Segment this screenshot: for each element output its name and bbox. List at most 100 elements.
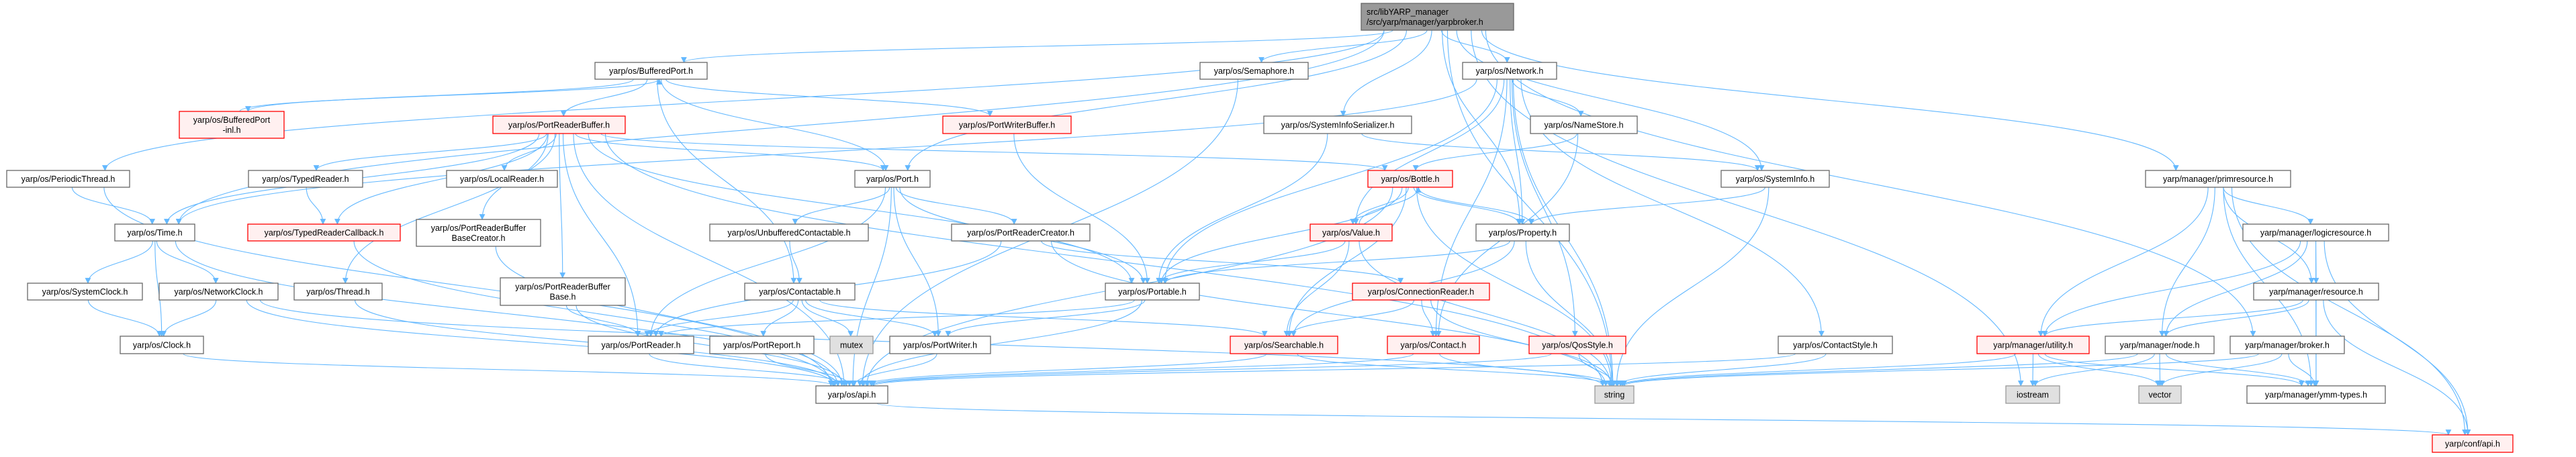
node-box (744, 283, 856, 301)
node-box (1352, 283, 1490, 301)
node-confapi[interactable]: yarp/conf/api.h (2432, 434, 2514, 453)
node-systemclock[interactable]: yarp/os/SystemClock.h (27, 283, 143, 301)
node-label: yarp/os/ConnectionReader.h (1368, 287, 1474, 297)
node-portable[interactable]: yarp/os/Portable.h (1105, 283, 1200, 301)
node-broker[interactable]: yarp/manager/broker.h (2229, 336, 2345, 354)
node-semaphore[interactable]: yarp/os/Semaphore.h (1199, 62, 1309, 80)
node-box (2229, 336, 2345, 354)
edge-portreaderbuffer-to-port (575, 133, 886, 171)
node-typedreader[interactable]: yarp/os/TypedReader.h (248, 170, 363, 188)
node-label: yarp/os/TypedReaderCallback.h (265, 228, 384, 238)
edge-namestore-to-bottle (1412, 133, 1577, 171)
node-label: yarp/os/LocalReader.h (460, 174, 544, 184)
node-logicresource[interactable]: yarp/manager/logicresource.h (2242, 223, 2389, 242)
node-node[interactable]: yarp/manager/node.h (2105, 336, 2215, 354)
node-localreader[interactable]: yarp/os/LocalReader.h (446, 170, 558, 188)
edge-networkclock-to-clock (160, 299, 217, 337)
node-iostream[interactable]: iostream (2005, 385, 2060, 404)
node-qosstyle[interactable]: yarp/os/QosStyle.h (1528, 336, 1626, 354)
edge-portwriter-to-api (851, 353, 937, 387)
edge-sysinfoser-to-systeminfo (1361, 133, 1761, 171)
node-property[interactable]: yarp/os/Property.h (1475, 223, 1570, 242)
node-api[interactable]: yarp/os/api.h (815, 385, 888, 404)
node-box (416, 219, 541, 247)
node-thread[interactable]: yarp/os/Thread.h (293, 283, 383, 301)
edge-logicresource-to-utility (2041, 240, 2301, 337)
node-systeminfo[interactable]: yarp/os/SystemInfo.h (1720, 170, 1830, 188)
node-networkclock[interactable]: yarp/os/NetworkClock.h (158, 283, 279, 301)
edge-systeminfo-to-property (1528, 187, 1765, 225)
node-label: yarp/os/Contactable.h (759, 287, 841, 297)
edge-time-to-networkclock (156, 240, 219, 284)
edge-portwriterbuffer-to-portable (1013, 133, 1150, 284)
node-box (1720, 170, 1830, 188)
edge-broker-to-vector (2159, 353, 2283, 387)
edge-root-to-property (1442, 30, 1523, 225)
node-clock[interactable]: yarp/os/Clock.h (120, 336, 204, 354)
edge-network-to-value (1352, 79, 1505, 225)
edge-contactable-to-mutex (801, 299, 854, 337)
edge-contact-to-api (864, 353, 1414, 387)
node-mutex[interactable]: mutex (829, 336, 874, 354)
node-unbufcontactable[interactable]: yarp/os/UnbufferedContactable.h (709, 223, 869, 242)
node-label: /src/yarp/manager/yarpbroker.h (1367, 17, 1483, 27)
node-resource[interactable]: yarp/manager/resource.h (2253, 283, 2379, 301)
node-ymmtypes[interactable]: yarp/manager/ymm-types.h (2246, 385, 2386, 404)
node-label: yarp/os/Contact.h (1401, 341, 1467, 350)
node-box (709, 336, 815, 354)
node-label: mutex (840, 341, 864, 350)
node-sysinfoser[interactable]: yarp/os/SystemInfoSerializer.h (1263, 115, 1412, 134)
node-label: yarp/manager/logicresource.h (2260, 228, 2371, 238)
edge-network-to-qosstyle (1511, 79, 1578, 337)
node-portreport[interactable]: yarp/os/PortReport.h (709, 336, 815, 354)
node-label: yarp/os/TypedReader.h (262, 174, 349, 184)
node-contactable[interactable]: yarp/os/Contactable.h (744, 283, 856, 301)
edge-contactable-to-portreport (760, 299, 799, 337)
node-box (854, 170, 931, 188)
edge-connectionreader-to-contact (1421, 299, 1436, 337)
node-portreaderbuffer[interactable]: yarp/os/PortReaderBuffer.h (492, 115, 626, 134)
node-time[interactable]: yarp/os/Time.h (114, 223, 195, 242)
edge-primresource-to-logicresource (2223, 187, 2313, 225)
node-vector[interactable]: vector (2138, 385, 2182, 404)
node-searchable[interactable]: yarp/os/Searchable.h (1230, 336, 1338, 354)
edge-port-to-api (849, 187, 892, 387)
edge-contactable-to-searchable (819, 299, 1268, 337)
node-label: yarp/os/QosStyle.h (1542, 341, 1613, 350)
node-bottle[interactable]: yarp/os/Bottle.h (1367, 170, 1453, 188)
node-label: yarp/os/Semaphore.h (1214, 66, 1295, 76)
node-portwriterbuffer[interactable]: yarp/os/PortWriterBuffer.h (942, 115, 1072, 134)
edge-contactstyle-to-string (1614, 353, 1827, 387)
node-portreadercreator[interactable]: yarp/os/PortReaderCreator.h (951, 223, 1091, 242)
node-string[interactable]: string (1594, 385, 1635, 404)
node-value[interactable]: yarp/os/Value.h (1309, 223, 1393, 242)
edge-value-to-portable (1156, 240, 1346, 284)
node-bufferedport[interactable]: yarp/os/BufferedPort.h (594, 62, 708, 80)
node-root[interactable]: src/libYARP_manager/src/yarp/manager/yar… (1361, 3, 1514, 31)
edge-node-to-string (1619, 353, 2138, 387)
edge-prbbasecreator-to-api (495, 246, 845, 387)
node-primresource[interactable]: yarp/manager/primresource.h (2145, 170, 2291, 188)
node-contactstyle[interactable]: yarp/os/ContactStyle.h (1778, 336, 1893, 354)
node-utility[interactable]: yarp/manager/utility.h (1976, 336, 2090, 354)
node-portwriter[interactable]: yarp/os/PortWriter.h (889, 336, 991, 354)
edge-portreaderbuffer-to-portable (588, 133, 1135, 284)
node-connectionreader[interactable]: yarp/os/ConnectionReader.h (1352, 283, 1490, 301)
node-box (1594, 385, 1635, 404)
node-namestore[interactable]: yarp/os/NameStore.h (1530, 115, 1638, 134)
edge-portreader-to-api (649, 353, 849, 387)
node-portreader[interactable]: yarp/os/PortReader.h (588, 336, 694, 354)
node-periodicthread[interactable]: yarp/os/PeriodicThread.h (6, 170, 130, 188)
node-box (1105, 283, 1200, 301)
edge-root-to-sysinfoser (1340, 30, 1432, 117)
node-label: string (1604, 391, 1625, 400)
node-typedreadercb[interactable]: yarp/os/TypedReaderCallback.h (247, 223, 401, 242)
node-label: iostream (2017, 391, 2049, 400)
node-bufferedportinl[interactable]: yarp/os/BufferedPort-inl.h (179, 111, 285, 139)
node-network[interactable]: yarp/os/Network.h (1462, 62, 1557, 80)
node-contact[interactable]: yarp/os/Contact.h (1387, 336, 1480, 354)
node-port[interactable]: yarp/os/Port.h (854, 170, 931, 188)
